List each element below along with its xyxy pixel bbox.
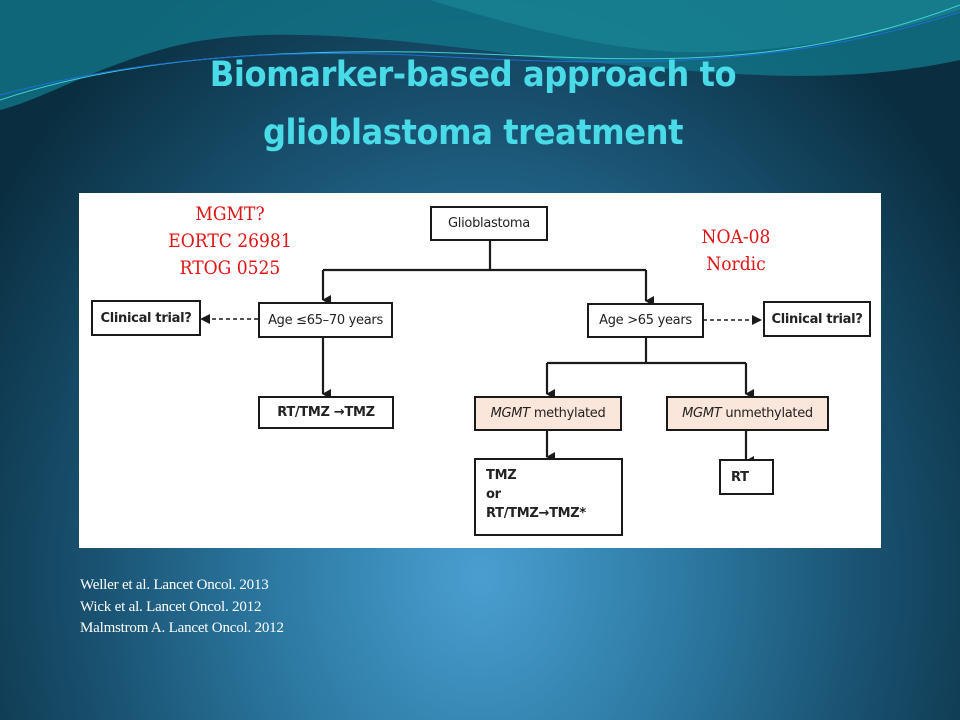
title-line-2: glioblastoma treatment bbox=[262, 113, 684, 153]
box-rt: RT bbox=[719, 459, 774, 495]
treatment-line: RT/TMZ→TMZ* bbox=[486, 506, 586, 521]
methylation-status: methylated bbox=[533, 406, 606, 421]
annotation-line: MGMT? bbox=[195, 203, 265, 225]
treatment-line: or bbox=[486, 487, 501, 502]
reference-item: Malmstrom A. Lancet Oncol. 2012 bbox=[80, 620, 284, 636]
dashed-arrowhead-right bbox=[752, 315, 762, 325]
title-line-1: Biomarker-based approach to bbox=[209, 55, 737, 95]
box-rt-tmz-then-tmz: RT/TMZ →TMZ bbox=[258, 396, 394, 429]
annotation-left-trials: MGMT? EORTC 26981 RTOG 0525 bbox=[154, 201, 307, 282]
mgmt-gene-label: MGMT bbox=[682, 406, 722, 421]
reference-item: Wick et al. Lancet Oncol. 2012 bbox=[80, 598, 262, 615]
reference-item: Weller et al. Lancet Oncol. 2013 bbox=[80, 577, 269, 593]
box-clinical-trial-right: Clinical trial? bbox=[763, 301, 871, 337]
box-age-over-65: Age >65 years bbox=[587, 303, 704, 338]
methylation-status: unmethylated bbox=[725, 406, 813, 421]
treatment-flowchart: Glioblastoma Clinical trial? Age ≤65–70 … bbox=[79, 193, 881, 548]
references: Weller et al. Lancet Oncol. 2013 Wick et… bbox=[80, 575, 284, 640]
box-glioblastoma: Glioblastoma bbox=[430, 206, 548, 241]
mgmt-gene-label: MGMT bbox=[490, 406, 531, 421]
box-mgmt-unmethylated: MGMT unmethylated bbox=[666, 396, 829, 431]
flowchart-connectors bbox=[200, 239, 762, 466]
box-methylated-treatment: TMZ or RT/TMZ→TMZ* bbox=[474, 458, 623, 536]
annotation-line: Nordic bbox=[706, 253, 766, 275]
annotation-line: RTOG 0525 bbox=[179, 257, 281, 279]
box-clinical-trial-left: Clinical trial? bbox=[91, 300, 201, 336]
treatment-line: TMZ bbox=[486, 468, 517, 483]
box-age-under-65-70: Age ≤65–70 years bbox=[258, 302, 393, 338]
annotation-right-trials: NOA-08 Nordic bbox=[669, 224, 804, 278]
annotation-line: NOA-08 bbox=[701, 226, 771, 248]
slide-title: Biomarker-based approach to glioblastoma… bbox=[38, 46, 908, 162]
annotation-line: EORTC 26981 bbox=[168, 230, 292, 252]
background-wave-decoration bbox=[0, 0, 960, 110]
box-mgmt-methylated: MGMT methylated bbox=[474, 396, 622, 431]
dashed-arrowhead-left bbox=[200, 314, 210, 324]
